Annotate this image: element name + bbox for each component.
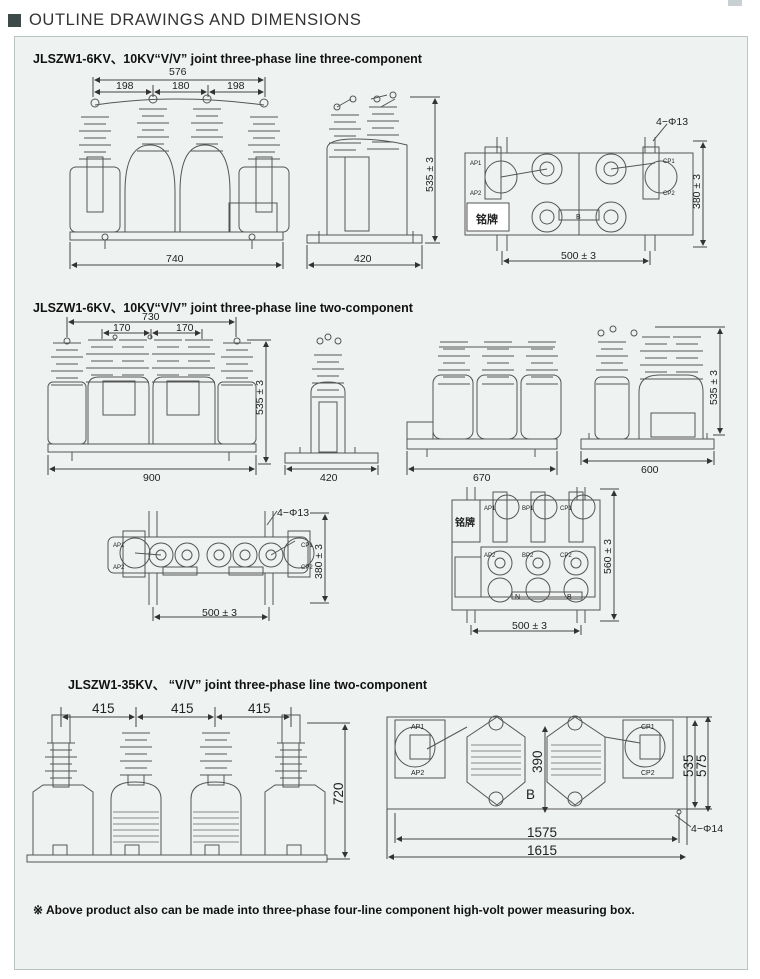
s3-front-view: [26, 714, 328, 863]
s2-dim-holes: 4−Φ13: [277, 507, 309, 519]
s1-dim-198a: 198: [116, 80, 134, 92]
s2b-label-cp2: CP2: [560, 553, 572, 559]
s1-dim-576: 576: [169, 66, 187, 78]
s3-label-ap2: AP2: [411, 770, 424, 777]
s2b-label-nameplate: 铭牌: [455, 516, 475, 529]
s2-dim-170b: 170: [176, 322, 194, 334]
section-title-1: JLSZW1-6KV、10KV“V/V” joint three-phase l…: [33, 52, 422, 66]
s1-dim-740: 740: [166, 253, 184, 265]
page-title: OUTLINE DRAWINGS AND DIMENSIONS: [29, 10, 362, 29]
s2-front-b-dimensions: [406, 451, 558, 475]
s2-dim-560: 560 ± 3: [602, 539, 614, 574]
s1-label-cp1: CP1: [663, 159, 675, 165]
s1-label-cp2: CP2: [663, 191, 675, 197]
s1-dim-198b: 198: [227, 80, 245, 92]
s3-top-dimensions: [386, 716, 712, 860]
s3-dim-1575: 1575: [527, 825, 557, 840]
s2-label-ap1: AP1: [113, 543, 125, 549]
s1-side-view: [306, 91, 423, 244]
s2-dim-170a: 170: [113, 322, 131, 334]
s2-top-view-b: [451, 487, 601, 623]
s3-dim-575: 575: [694, 754, 709, 777]
s2-front-dimensions: [47, 317, 271, 475]
s2-text: 730 170 170 535 ± 3 900 420 670 600 535 …: [113, 311, 720, 632]
s2-dim-380: 380 ± 3: [313, 544, 325, 579]
s1-front-view: [69, 94, 290, 249]
s3-dim-535: 535: [681, 754, 696, 777]
s2-top-b-dimensions: [470, 488, 619, 635]
s1-dim-holes: 4−Φ13: [656, 116, 688, 128]
s3-label-ap1: AP1: [411, 724, 424, 731]
s2-dim-535b: 535 ± 3: [708, 370, 720, 405]
s3-dim-holes: 4−Φ14: [691, 823, 723, 835]
s2b-label-n: N: [515, 594, 520, 601]
s2-dim-500a: 500 ± 3: [202, 607, 237, 619]
s3-dim-415a: 415: [92, 701, 115, 716]
header-square-icon: [8, 13, 21, 27]
s2-dim-670: 670: [473, 472, 491, 484]
s2-side-view: [284, 333, 379, 464]
s1-dim-380: 380 ± 3: [691, 174, 703, 209]
s1-label-ap1: AP1: [470, 161, 482, 167]
s2-front-view: [47, 334, 257, 461]
s3-dim-720: 720: [331, 782, 346, 805]
s3-dim-390: 390: [530, 750, 545, 773]
s3-top-view: [386, 715, 692, 828]
s2-label-cp1: CP1: [301, 543, 313, 549]
corner-decoration: [728, 0, 742, 6]
s2-front-view-b: [406, 341, 562, 457]
s3-label-cp2: CP2: [641, 770, 655, 777]
section-title-2: JLSZW1-6KV、10KV“V/V” joint three-phase l…: [33, 301, 413, 315]
s2-side-dimensions: [284, 465, 379, 475]
drawings-panel: JLSZW1-6KV、10KV“V/V” joint three-phase l…: [14, 36, 748, 970]
s1-top-dimensions: [501, 140, 707, 265]
s1-side-dimensions: [306, 96, 440, 269]
s3-label-cp1: CP1: [641, 724, 655, 731]
s2-dim-900: 900: [143, 472, 161, 484]
s2-dim-535a: 535 ± 3: [254, 380, 266, 415]
s1-text: 576 198 180 198 740 420 535 ± 3 4−Φ13 38…: [116, 66, 703, 265]
s1-dim-420: 420: [354, 253, 372, 265]
s2b-label-bp1: BP1: [522, 506, 534, 512]
s2-label-ap2: AP2: [113, 565, 125, 571]
s2b-label-b: B: [567, 594, 572, 601]
s2-dim-500b: 500 ± 3: [512, 620, 547, 632]
s3-dim-415b: 415: [171, 701, 194, 716]
s2b-label-ap2: AP2: [484, 553, 496, 559]
s1-dim-180: 180: [172, 80, 190, 92]
s1-dim-535: 535 ± 3: [424, 157, 436, 192]
s2b-label-bp2: BP2: [522, 553, 534, 559]
s2-dim-420: 420: [320, 472, 338, 484]
s3-label-b: B: [526, 787, 535, 802]
s3-dim-415c: 415: [248, 701, 271, 716]
s2-side-b-dimensions: [580, 326, 725, 465]
s1-front-dimensions: [69, 77, 284, 269]
s2-side-view-b: [580, 325, 715, 450]
footnote: ※ Above product also can be made into th…: [33, 903, 635, 917]
s2b-label-cp1: CP1: [560, 506, 572, 512]
s2-dim-730: 730: [142, 311, 160, 323]
section-title-3: JLSZW1-35KV、 “V/V” joint three-phase lin…: [68, 678, 428, 692]
s1-label-nameplate: 铭牌: [476, 212, 498, 226]
technical-drawings: 576 198 180 198 740 420 535 ± 3 4−Φ13 38…: [26, 66, 725, 863]
s1-top-view: [464, 123, 694, 251]
s2b-label-ap1: AP1: [484, 506, 496, 512]
s2-top-dimensions: [152, 512, 329, 621]
s1-label-ap2: AP2: [470, 191, 482, 197]
s1-dim-500: 500 ± 3: [561, 250, 596, 262]
section-header: OUTLINE DRAWINGS AND DIMENSIONS: [8, 8, 361, 32]
s2-label-cp2: CP2: [301, 565, 313, 571]
s2-top-view: [107, 510, 315, 605]
s3-front-dimensions: [60, 707, 350, 860]
s1-label-b: B: [576, 214, 581, 221]
s2-dim-600: 600: [641, 464, 659, 476]
s3-dim-1615: 1615: [527, 843, 557, 858]
s3-text: 415 415 415 720 390 535 575 1575 1615 4−…: [92, 701, 723, 858]
